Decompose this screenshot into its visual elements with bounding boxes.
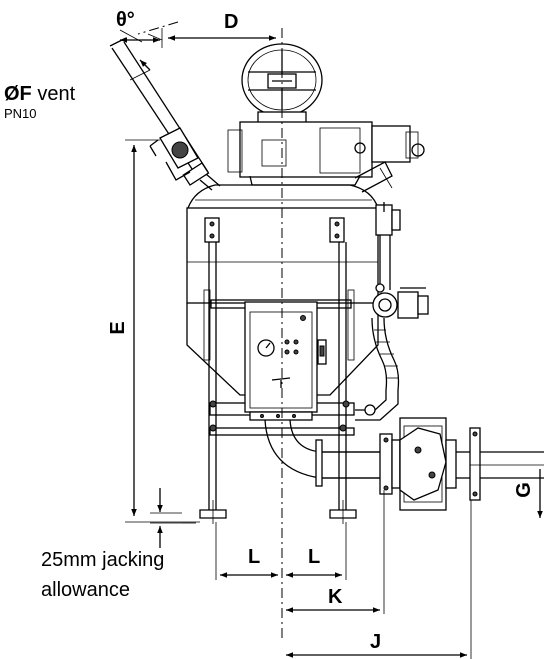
dim-j-label: J: [370, 631, 381, 653]
dim-d-label: D: [224, 11, 238, 33]
inlet-valve-assembly: [227, 43, 425, 193]
centerlines: [137, 21, 283, 640]
dim-k-label: K: [328, 586, 343, 608]
outlet-pipe-and-valve: [264, 417, 544, 511]
vent-pressure-rating: PN10: [4, 106, 37, 121]
dim-l-right-label: L: [308, 546, 320, 568]
vent-diameter-symbol: ØF: [4, 83, 32, 105]
right-side-piping: [355, 202, 429, 421]
vent-text: vent: [32, 83, 76, 105]
dim-g-label: G: [513, 482, 535, 498]
dim-e-label: E: [107, 321, 129, 334]
control-panel: [244, 301, 327, 421]
dim-l-left-label: L: [248, 546, 260, 568]
jacking-note-line2: allowance: [41, 579, 130, 601]
dimension-lines: [119, 28, 544, 659]
vent-pipe: [109, 37, 221, 191]
dim-theta-label: θ°: [116, 9, 135, 31]
jacking-note-line1: 25mm jacking: [41, 549, 164, 571]
vent-label: ØF vent: [4, 83, 76, 105]
